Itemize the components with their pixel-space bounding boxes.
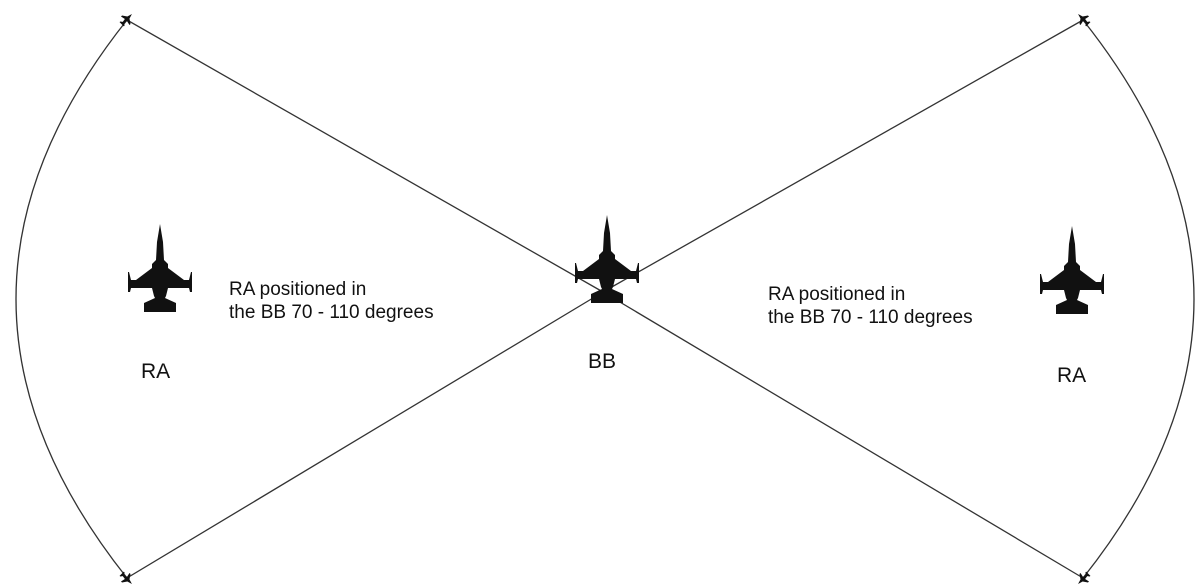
right-position-note: RA positioned in the BB 70 - 110 degrees (768, 283, 973, 329)
center-bb-label: BB (588, 350, 617, 373)
right-ra-fighter-jet-icon (1040, 226, 1104, 314)
right-sector-lower-line (602, 291, 1084, 579)
bottom-left-aircraft-marker-icon (117, 569, 137, 588)
right-note-line-1: RA positioned in (768, 284, 906, 305)
bottom-right-aircraft-marker-icon (1073, 569, 1093, 588)
right-sector-arc (1082, 19, 1195, 579)
left-position-note: RA positioned in the BB 70 - 110 degrees (229, 278, 434, 324)
right-ra-label: RA (1057, 364, 1087, 387)
left-sector-arc (15, 19, 128, 579)
left-sector-upper-line (126, 19, 604, 293)
center-bb-fighter-jet-icon (575, 215, 639, 303)
left-note-line-1: RA positioned in (229, 279, 367, 300)
left-ra-label: RA (141, 360, 171, 383)
right-sector-upper-line (602, 19, 1084, 293)
left-ra-fighter-jet-icon (128, 224, 192, 312)
top-left-aircraft-marker-icon (117, 9, 137, 29)
left-sector-lower-line (126, 291, 604, 579)
right-note-line-2: the BB 70 - 110 degrees (768, 307, 973, 328)
left-note-line-2: the BB 70 - 110 degrees (229, 302, 434, 323)
top-right-aircraft-marker-icon (1073, 9, 1093, 29)
